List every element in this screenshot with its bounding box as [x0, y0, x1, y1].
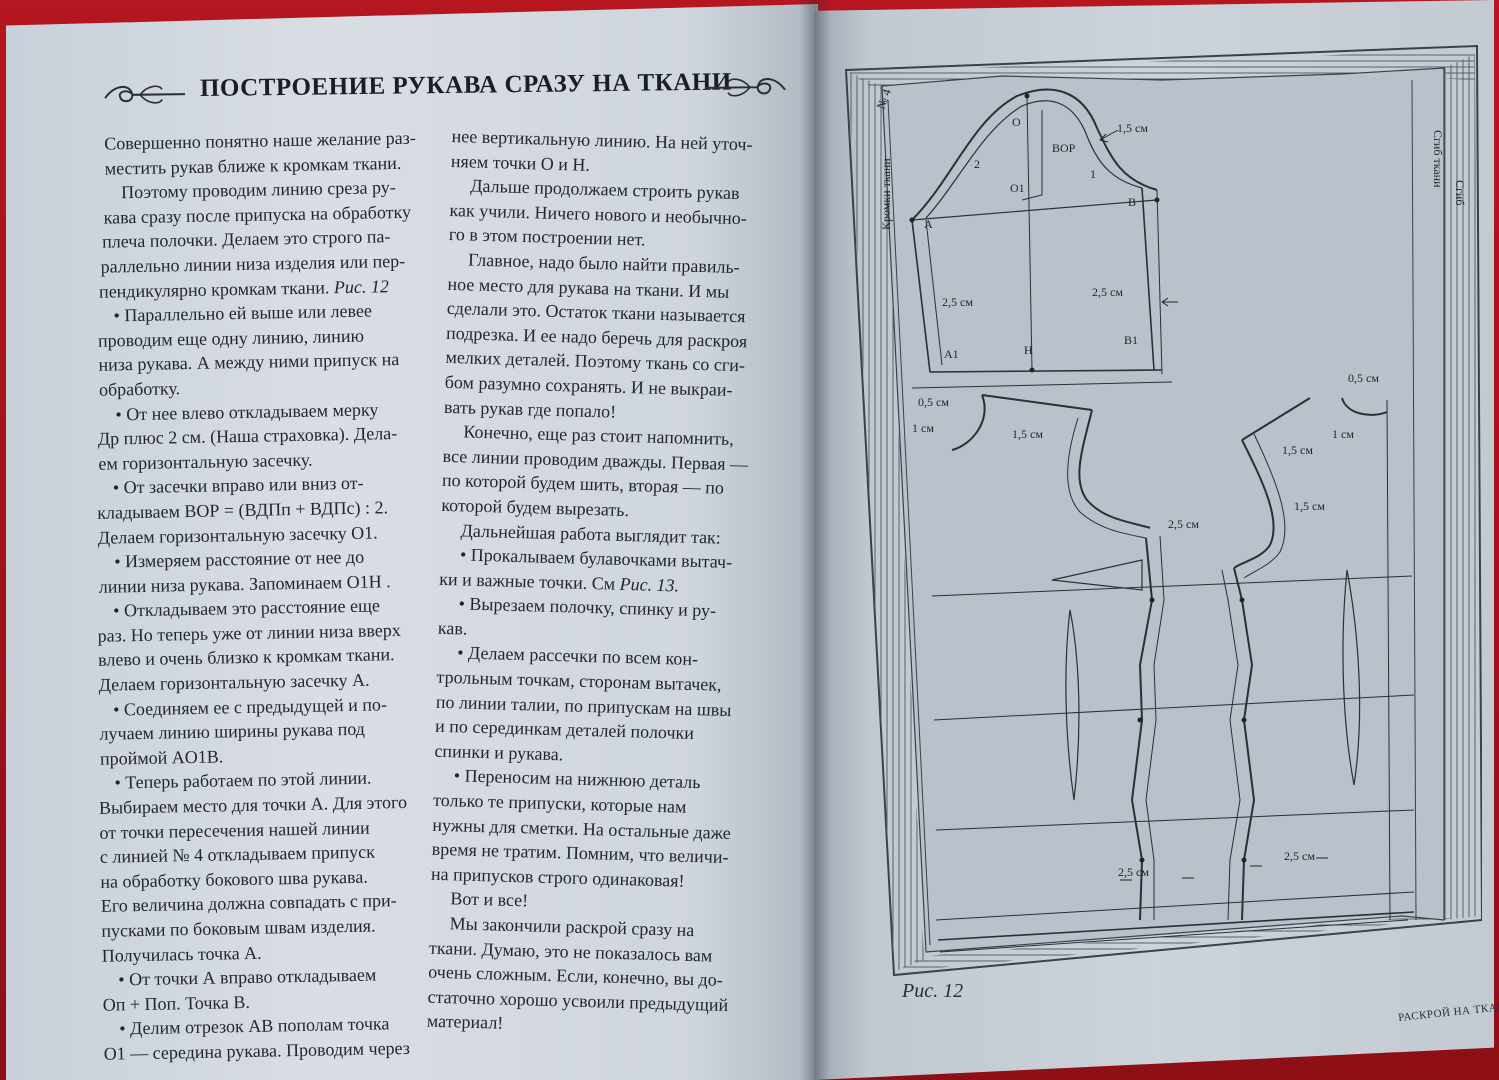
arrow-icon [1250, 857, 1328, 867]
edge-line [887, 99, 931, 946]
sleeve-hem-line-2 [911, 381, 1173, 389]
point [1137, 717, 1143, 723]
hem-line [937, 911, 1415, 941]
right-text-column: нее вертикальную линию. На ней уточ- няе… [427, 124, 797, 1043]
armhole-right [1233, 439, 1275, 569]
arrow-icon [1120, 877, 1194, 881]
arrow-icon [1161, 297, 1178, 307]
measure-label: 2,5 см [1118, 865, 1149, 879]
control-points [909, 93, 1247, 863]
point [1139, 857, 1145, 863]
book-gutter [800, 0, 830, 1080]
measure-label: 2,5 см [1092, 285, 1123, 299]
label-fold: Сгиб [1453, 180, 1467, 205]
waist-dart-front [1065, 609, 1080, 801]
fold-line [1411, 79, 1417, 921]
sleeve-seam-right-inner [1156, 189, 1163, 375]
fabric [881, 67, 1445, 953]
center-back-line [1386, 399, 1391, 921]
label-no4: № 4 [874, 87, 894, 111]
label-1: 1 [1090, 167, 1096, 181]
hatch-bottom [894, 916, 1479, 972]
dart-front [1051, 559, 1143, 591]
sleeve-center-line [1026, 95, 1033, 371]
back-neck [1341, 397, 1388, 416]
hatch-left [848, 72, 924, 972]
text-span: ки и важные точки. См [439, 568, 620, 594]
text-span: пендикулярно кромкам ткани. [98, 276, 335, 302]
point [1241, 857, 1247, 863]
label-fold-fabric: Сгиб ткани [1431, 130, 1445, 188]
measure-label: 1 см [912, 421, 934, 435]
flourish-left-icon [104, 85, 186, 104]
flourish-right-icon [704, 78, 786, 97]
measure-label: 2,5 см [1168, 517, 1199, 531]
frame-border [844, 44, 1482, 977]
label-o: O [1012, 115, 1021, 129]
shoulder-left [981, 394, 1093, 411]
point [1239, 597, 1245, 603]
point [1149, 597, 1155, 603]
label-b1: B1 [1124, 333, 1138, 347]
vor-box [1021, 110, 1043, 201]
hatch-right [1444, 54, 1479, 920]
measure-label: 1,5 см [1012, 427, 1043, 441]
armhole-left [1078, 409, 1151, 529]
point [1154, 197, 1160, 203]
point [909, 217, 915, 223]
label-b: B [1128, 195, 1136, 209]
sleeve-width-line [911, 199, 1158, 221]
measure-label: 1 см [1332, 427, 1354, 441]
label-2: 2 [974, 157, 980, 171]
measure-label: 1,5 см [1294, 499, 1325, 513]
label-a: A [924, 217, 933, 231]
page-title: ПОСТРОЕНИЕ РУКАВА СРАЗУ НА ТКАНИ [199, 68, 732, 102]
sleeve-seam-left [911, 219, 931, 373]
hem-line-3 [939, 919, 1409, 953]
point [1024, 93, 1030, 99]
side-seam-front-inner [1145, 535, 1165, 920]
waist-line [933, 694, 1415, 721]
hip-line [935, 809, 1415, 831]
sleeve-cap-inner [925, 100, 1143, 219]
measure-label: 1,5 см [1117, 121, 1148, 135]
label-vor: ВОР [1052, 141, 1076, 155]
measure-label: 0,5 см [1348, 371, 1379, 385]
point [1029, 367, 1035, 373]
measure-label: 0,5 см [918, 395, 949, 409]
arrow-icon [1099, 129, 1119, 143]
shoulder-right [1241, 397, 1311, 441]
chest-line [931, 575, 1413, 597]
label-o1: O1 [1010, 181, 1025, 195]
sleeve-cap-outer [911, 88, 1158, 221]
label-edge: Кромки ткани [879, 158, 893, 230]
sleeve-seam-left-inner [925, 219, 943, 366]
measure-label: 2,5 см [1284, 849, 1315, 863]
armhole-left-inner [1067, 417, 1147, 539]
label-a1: A1 [944, 347, 959, 361]
figure-ref: Рис. 13. [619, 573, 680, 596]
measure-label: 1,5 см [1282, 443, 1313, 457]
hatch-top [848, 50, 1475, 88]
sleeve-seam-right [1141, 187, 1155, 371]
point [1241, 717, 1247, 723]
hem-line-2 [935, 891, 1415, 921]
figure-ref: Рис. 12 [333, 275, 390, 297]
neckline-left [951, 394, 986, 451]
sleeve-hem-line [929, 369, 1163, 373]
label-h: H [1024, 343, 1033, 357]
left-text-column: Совершенно понятно наше желание раз- мес… [84, 125, 462, 1066]
left-page [6, 4, 818, 1080]
figure-caption: Рис. 12 [902, 980, 964, 1002]
waist-dart-back [1342, 569, 1361, 786]
side-seam-back-inner [1221, 569, 1241, 921]
armhole-right-inner [1243, 433, 1286, 579]
measure-arrows [1099, 129, 1328, 881]
chapter-header: ПОСТРОЕНИЕ РУКАВА СРАЗУ НА ТКАНИ [100, 60, 791, 118]
pattern-diagram: Сгиб Сгиб ткани Кромки ткани № 4 O O1 ВО… [844, 44, 1482, 977]
measure-label: 2,5 см [942, 295, 973, 309]
